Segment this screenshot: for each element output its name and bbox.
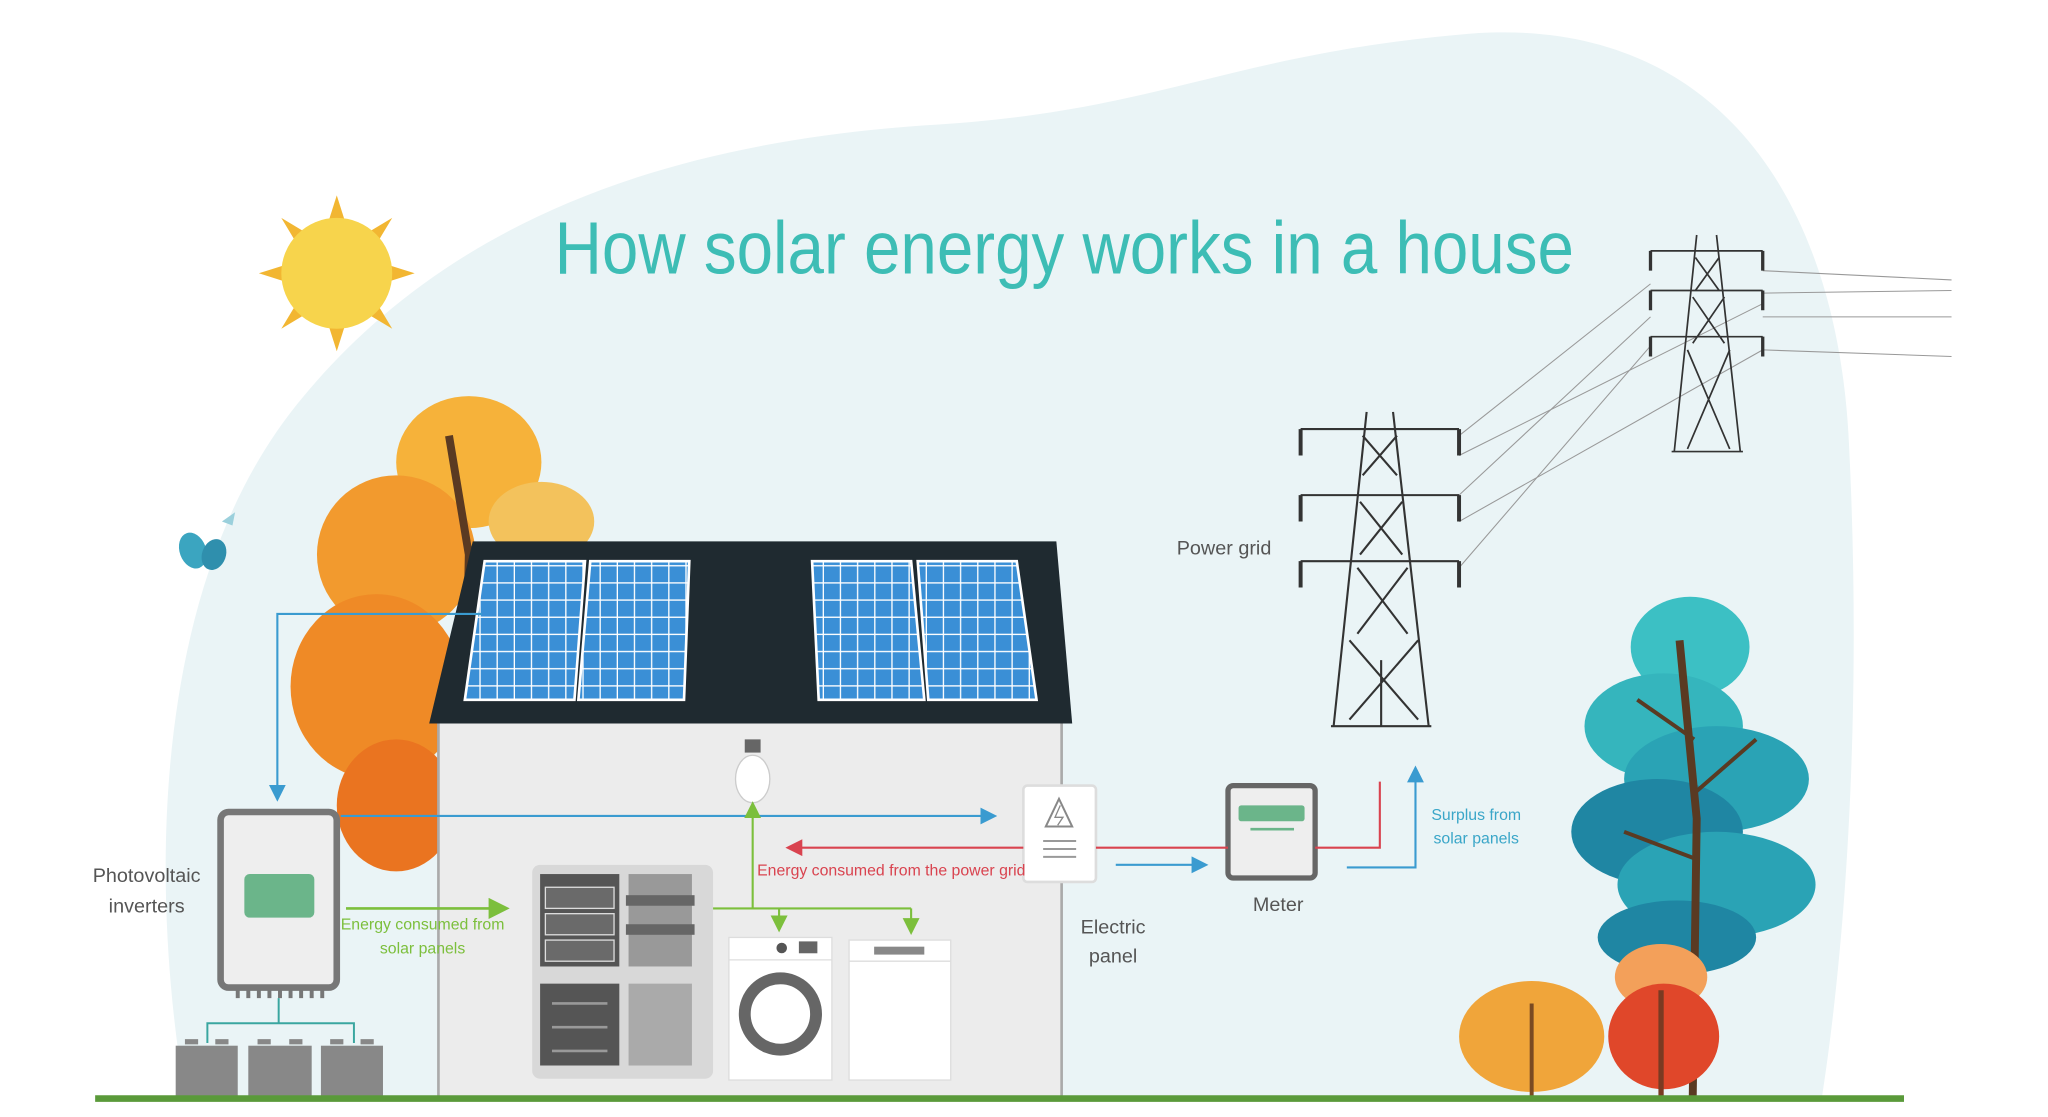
battery-icon [320,1045,383,1096]
solar-panel [810,559,926,702]
photovoltaic-inverter [217,808,341,999]
power-tower-large [1298,411,1462,728]
sun-icon [258,195,415,352]
power-tower-small [1648,234,1765,453]
orange-tree-left [290,396,595,872]
small-red-tree [1608,944,1720,1099]
meter-label: Meter [1253,894,1304,916]
battery-icon [175,1045,238,1096]
grid-line [1095,781,1381,849]
batteries [175,998,383,1096]
butterfly-icon [178,512,236,570]
solar-panel [576,559,691,702]
solar-panel [463,559,587,702]
solar-consumed-label-line2: solar panels [380,940,465,957]
meter [1225,782,1318,881]
kitchen-cabinets [532,864,714,1079]
power-lines [1458,270,1952,569]
teal-tree-right [1571,596,1816,1096]
dishwasher-icon [848,939,952,1081]
page-title: How solar energy works in a house [555,206,1574,289]
grid-consumed-label: Energy consumed from the power grid [757,862,1025,879]
electric-panel-label-line2: panel [1089,946,1137,968]
solar-consumed-label-line1: Energy consumed from [341,917,505,934]
solar-panels [463,559,1039,702]
small-orange-tree [1459,981,1605,1096]
surplus-arrow [1346,765,1424,869]
surplus-label-line1: Surplus from [1431,807,1521,824]
inverter-label-line1: Photovoltaic [93,865,201,887]
flow-arrows [268,612,1424,936]
washing-machine-icon [728,936,833,1081]
inverter-label-line2: inverters [109,895,185,917]
light-bulb-icon [734,739,771,804]
surplus-label-line2: solar panels [1434,831,1519,848]
solar-panel [916,559,1039,702]
dc-flow-arrow [268,612,483,802]
house [429,541,1073,1100]
battery-icon [248,1045,312,1096]
electric-panel [1022,784,1098,884]
electric-panel-label-line1: Electric [1081,916,1146,938]
power-grid-label: Power grid [1177,538,1272,560]
